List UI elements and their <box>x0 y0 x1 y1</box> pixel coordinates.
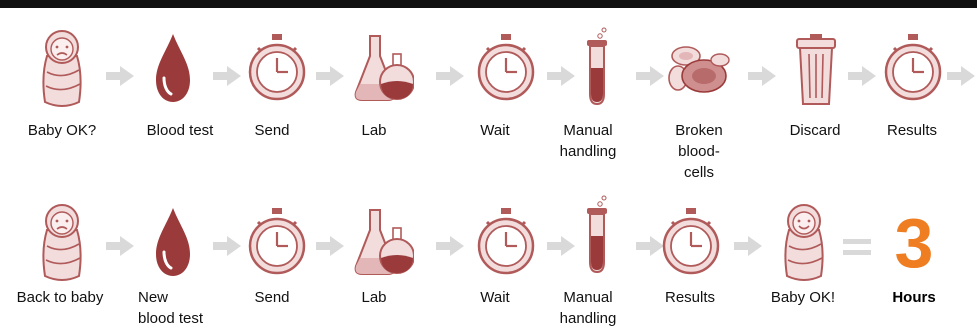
step-label: Wait <box>480 289 510 306</box>
step-label: Results <box>886 122 938 139</box>
total-hours-value: 3 <box>894 204 934 282</box>
step-label: Results <box>664 289 716 306</box>
baby-sad-icon <box>31 200 93 284</box>
step-label: Broken blood-cells <box>675 122 723 181</box>
flow-arrow <box>748 66 776 86</box>
stopwatch-icon <box>246 26 308 110</box>
step-label: Back to baby <box>16 289 104 306</box>
flow-arrow <box>436 236 464 256</box>
stopwatch-icon <box>475 26 537 110</box>
flow-arrow <box>213 236 241 256</box>
step-label: Send <box>254 122 290 139</box>
stopwatch-icon <box>882 26 944 110</box>
step-label: Manual handling <box>559 289 617 327</box>
step-label: New blood test <box>138 289 204 327</box>
trash-can-icon <box>785 26 847 110</box>
step-label: Manual handling <box>559 122 617 160</box>
flow-arrow <box>213 66 241 86</box>
step-label: Blood test <box>146 122 214 139</box>
blood-drop-icon <box>142 26 204 110</box>
flow-arrow <box>436 66 464 86</box>
step-label: Discard <box>789 122 841 139</box>
step-label: Lab <box>361 122 387 139</box>
top-divider-line <box>0 0 977 8</box>
step-label: Baby OK! <box>770 289 836 306</box>
total-hours-unit: Hours <box>892 289 936 306</box>
test-tube-icon <box>566 24 628 108</box>
step-label: Baby OK? <box>27 122 97 139</box>
blood-drop-icon <box>142 200 204 284</box>
equals-sign <box>843 239 871 257</box>
flasks-icon <box>352 26 414 110</box>
step-label: Wait <box>480 122 510 139</box>
flow-arrow <box>848 66 876 86</box>
flow-arrow <box>947 66 975 86</box>
flow-arrow <box>316 66 344 86</box>
stopwatch-icon <box>475 200 537 284</box>
baby-happy-icon <box>773 200 835 284</box>
flow-arrow <box>636 66 664 86</box>
baby-sad-icon <box>31 26 93 110</box>
stopwatch-icon <box>660 200 722 284</box>
flow-arrow <box>734 236 762 256</box>
flasks-icon <box>352 200 414 284</box>
stopwatch-icon <box>246 200 308 284</box>
test-tube-icon <box>566 192 628 276</box>
flow-arrow <box>106 236 134 256</box>
step-label: Send <box>254 289 290 306</box>
blood-cells-icon <box>668 26 730 110</box>
flow-arrow <box>106 66 134 86</box>
flow-arrow <box>316 236 344 256</box>
step-label: Lab <box>361 289 387 306</box>
